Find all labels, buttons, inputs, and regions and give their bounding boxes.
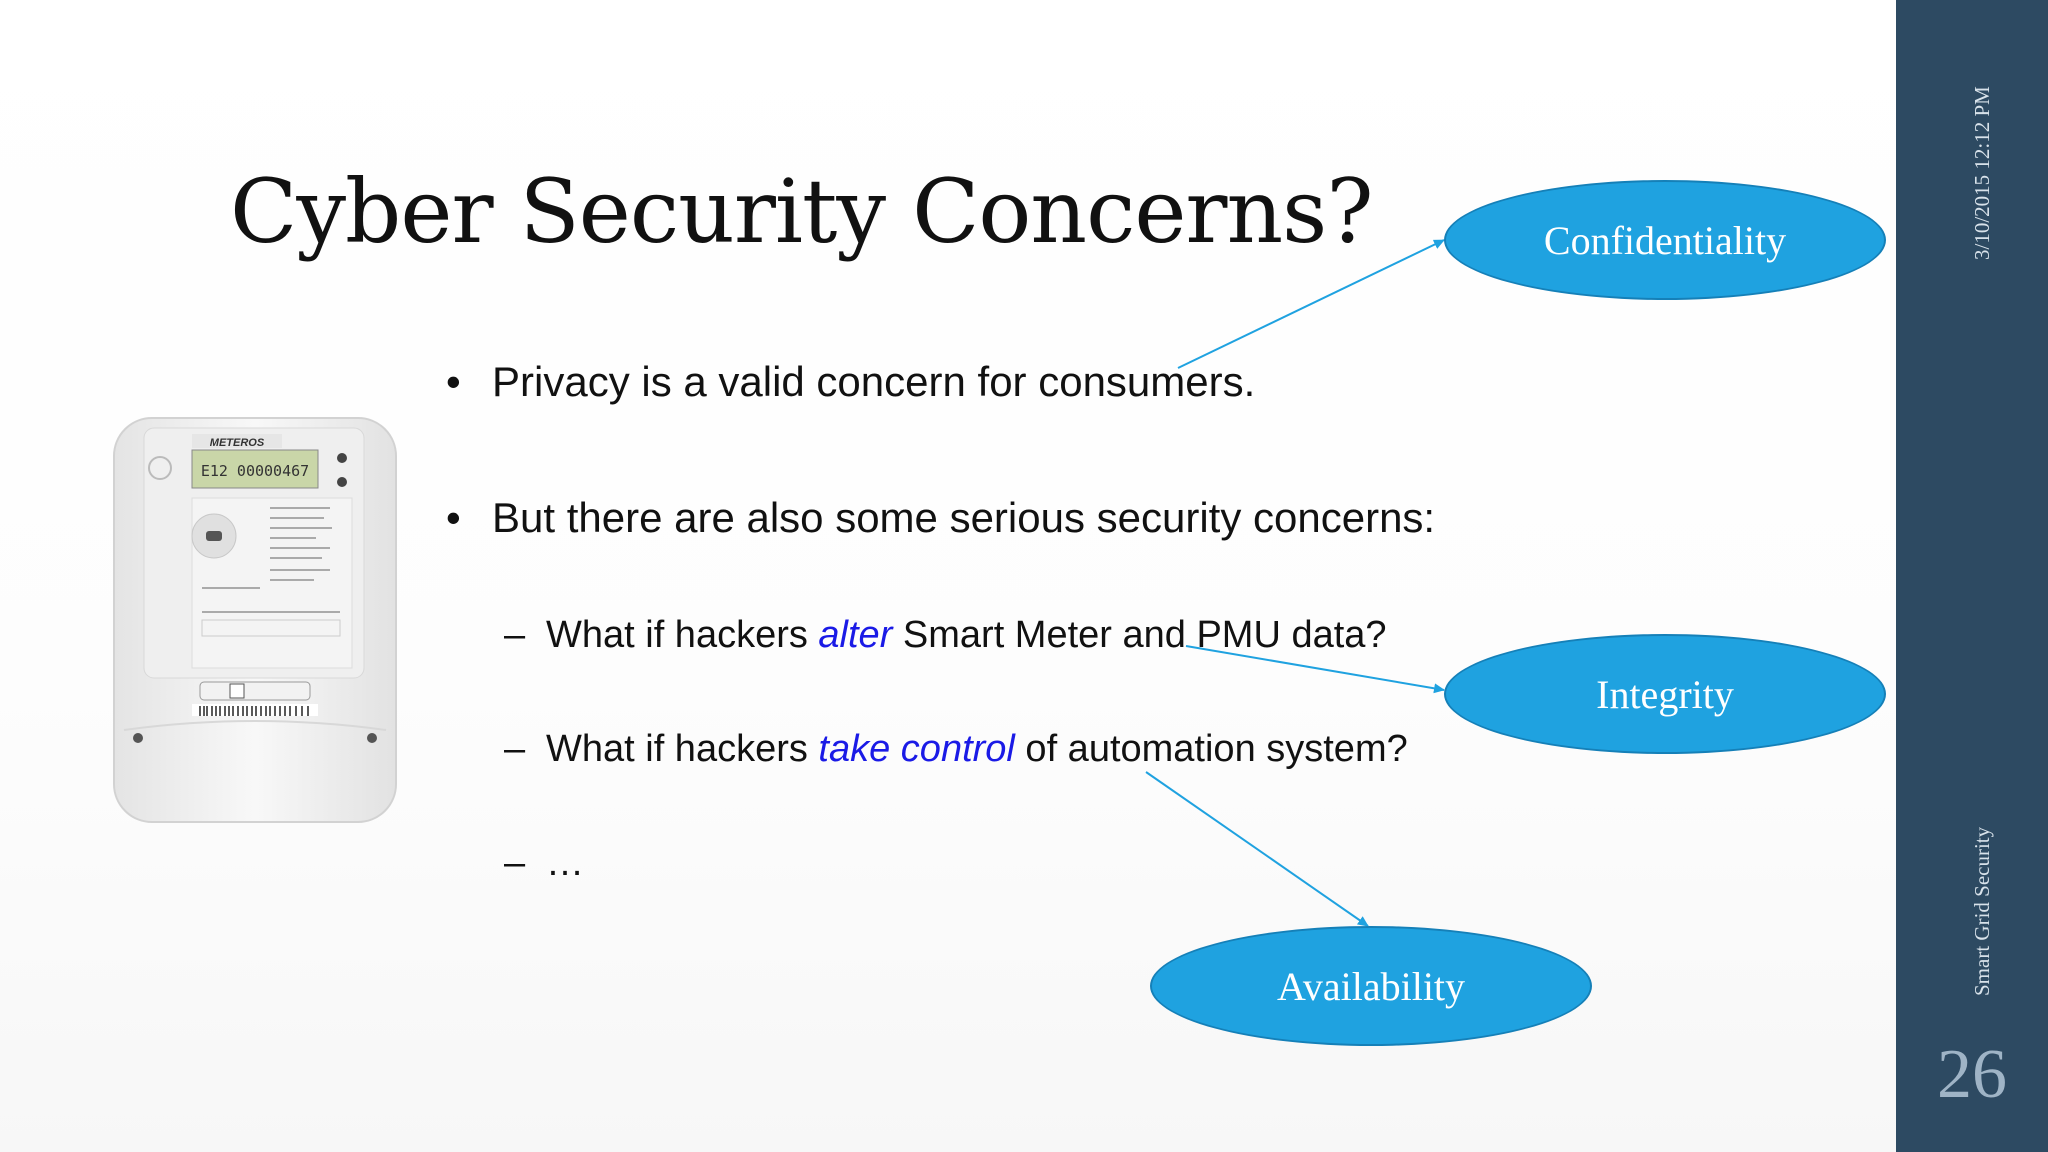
sub-bullet-text: Smart Meter and PMU data?	[892, 614, 1387, 656]
meter-display-text: E12 00000467	[201, 462, 309, 480]
sub-bullet-ellipsis: – …	[504, 842, 584, 885]
sub-bullet-marker: –	[504, 728, 526, 770]
bullet-privacy: • Privacy is a valid concern for consume…	[446, 358, 1256, 406]
meter-brand-label: METEROS	[210, 437, 265, 449]
sub-bullet-alter: – What if hackers alter Smart Meter and …	[504, 614, 1387, 657]
emphasis-take-control: take control	[818, 728, 1015, 770]
sub-bullet-marker: –	[504, 842, 526, 884]
sub-bullet-text: What if hackers	[546, 614, 819, 656]
bullet-text: Privacy is a valid concern for consumers…	[492, 358, 1256, 405]
emphasis-alter: alter	[818, 614, 893, 656]
bullet-text: But there are also some serious security…	[492, 494, 1436, 541]
arrow-to-confidentiality	[1177, 239, 1445, 369]
bullet-marker: •	[446, 494, 461, 541]
slide-title: Cyber Security Concerns?	[230, 160, 1374, 263]
smart-meter-image: METEROS E12 00000467	[113, 417, 397, 823]
sub-bullet-text: …	[546, 842, 584, 884]
arrow-to-availability	[1145, 771, 1369, 927]
bullet-security: • But there are also some serious securi…	[446, 494, 1436, 542]
bubble-integrity: Integrity	[1444, 634, 1886, 754]
sub-bullet-text: of automation system?	[1014, 728, 1408, 770]
bullet-marker: •	[446, 358, 461, 405]
page-number: 26	[1937, 1036, 2007, 1113]
arrow-to-integrity	[1185, 645, 1445, 694]
bubble-confidentiality: Confidentiality	[1444, 180, 1886, 300]
sub-bullet-text: What if hackers	[546, 728, 819, 770]
sub-bullet-control: – What if hackers take control of automa…	[504, 728, 1408, 771]
slide-sidebar	[1896, 0, 2048, 1152]
bubble-availability: Availability	[1150, 926, 1592, 1046]
sub-bullet-marker: –	[504, 614, 526, 656]
